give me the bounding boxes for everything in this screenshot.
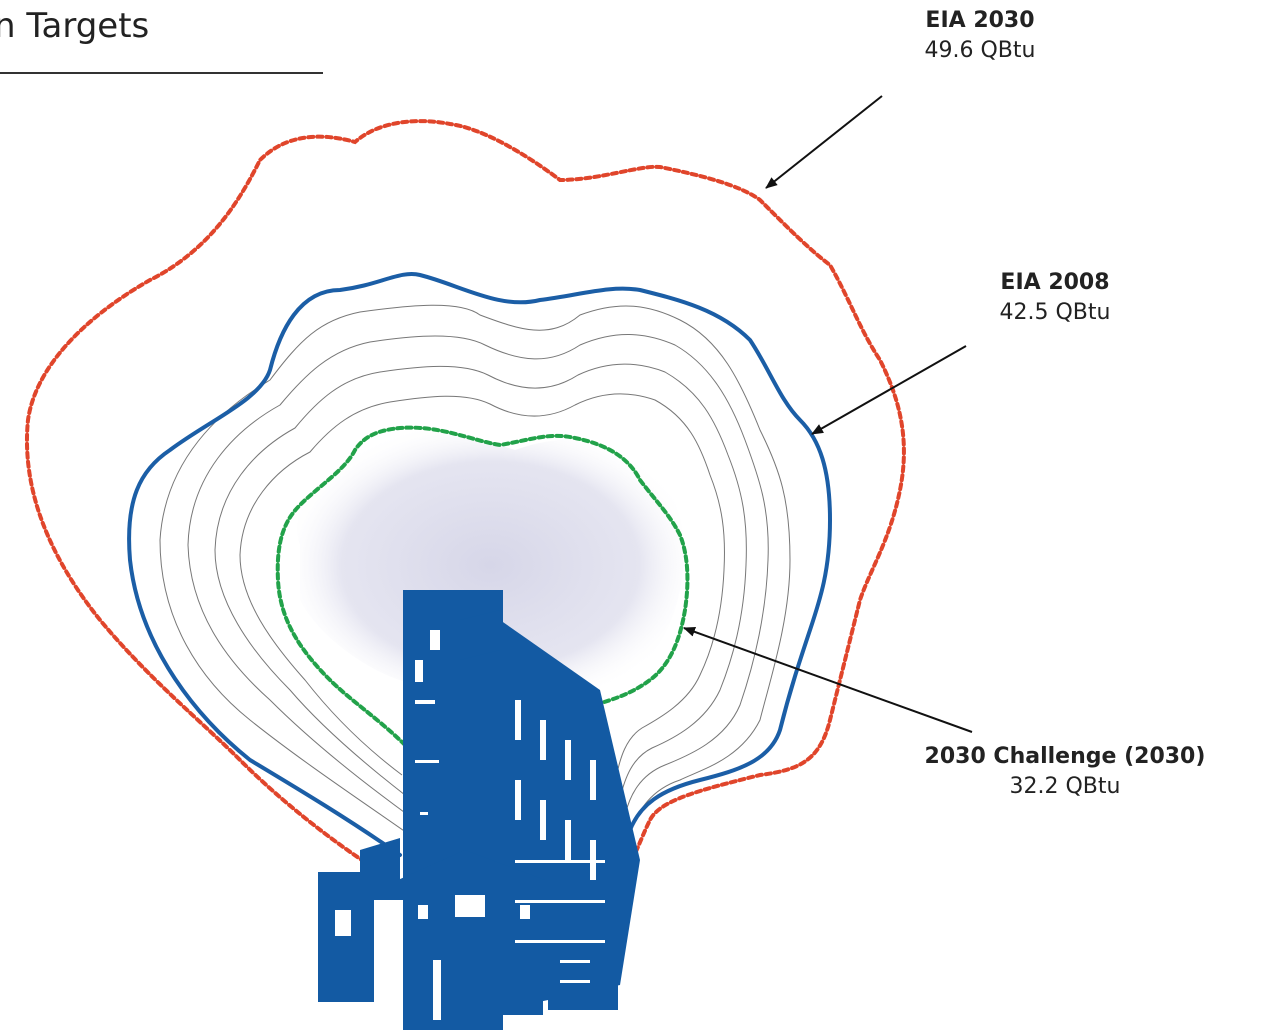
label-eia-2008-value: 42.5 QBtu	[999, 300, 1111, 325]
contour-intermediate-4	[239, 393, 725, 779]
label-eia-2008: EIA 2008 42.5 QBtu	[955, 268, 1155, 328]
contour-intermediate-2	[187, 334, 769, 816]
contour-2030-challenge	[275, 425, 690, 747]
building-illustration	[318, 590, 640, 1030]
contour-intermediate-3	[214, 363, 747, 799]
label-eia-2030: EIA 2030 49.6 QBtu	[880, 6, 1080, 66]
arrow-2030-challenge	[683, 627, 973, 733]
haze-cloud	[297, 430, 684, 700]
arrow-eia-2008	[811, 345, 967, 435]
contour-intermediate-1	[159, 304, 791, 836]
label-eia-2008-name: EIA 2008	[1000, 270, 1110, 295]
label-2030-challenge: 2030 Challenge (2030) 32.2 QBtu	[880, 742, 1250, 802]
contour-eia-2008	[127, 272, 833, 857]
arrow-eia-2030	[765, 95, 883, 189]
title-underline	[0, 72, 323, 74]
label-2030-challenge-name: 2030 Challenge (2030)	[924, 744, 1206, 769]
label-eia-2030-value: 49.6 QBtu	[924, 38, 1036, 63]
label-2030-challenge-value: 32.2 QBtu	[1009, 774, 1121, 799]
page-title: n Targets	[0, 6, 150, 46]
contour-eia-2030	[25, 119, 906, 882]
label-eia-2030-name: EIA 2030	[925, 8, 1035, 33]
building-window-details	[335, 630, 605, 1020]
